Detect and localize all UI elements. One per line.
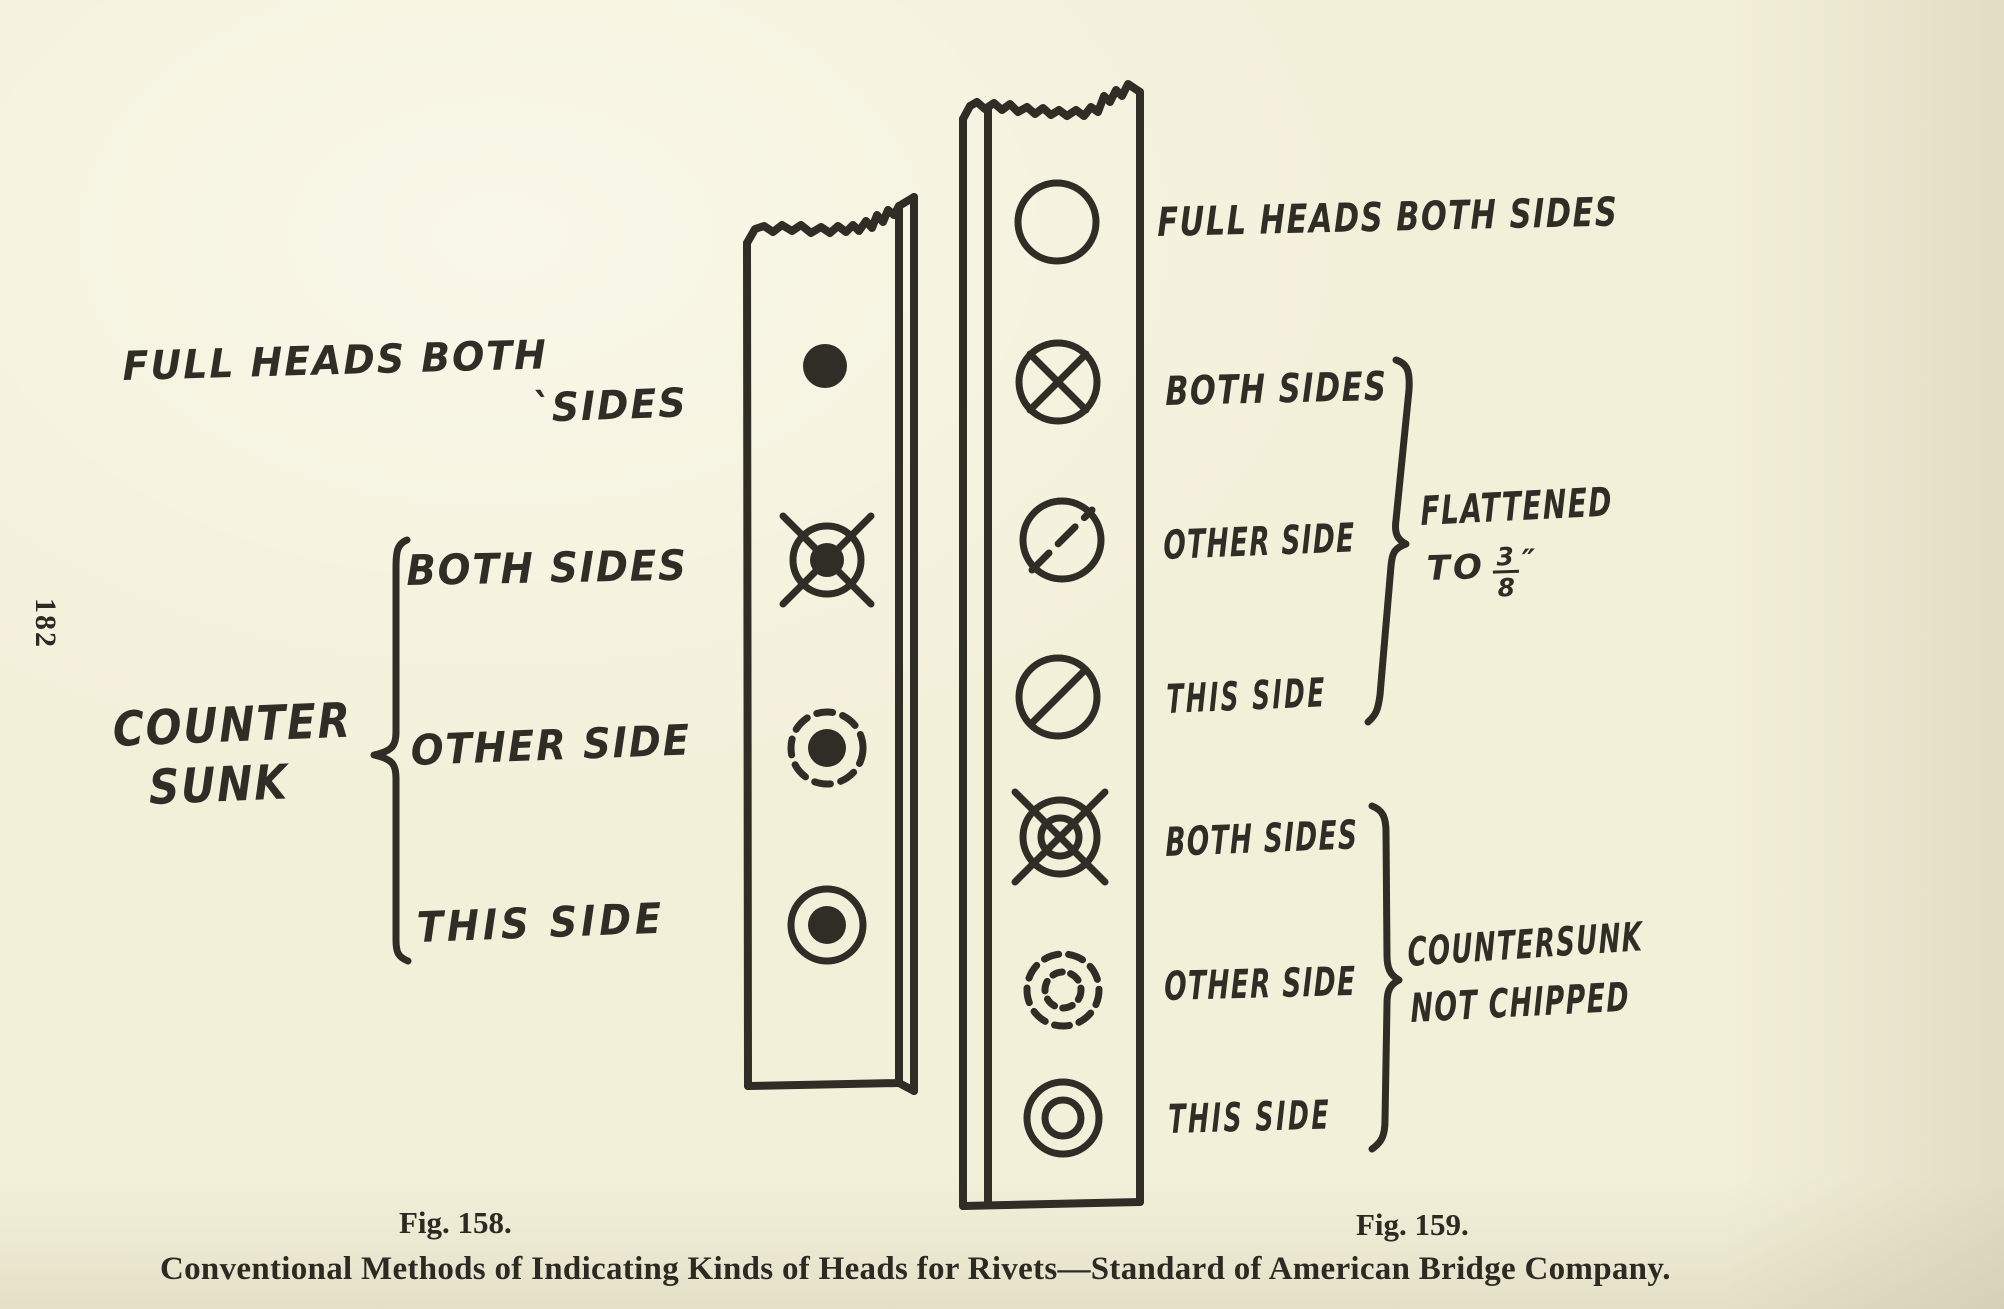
- label-fig159-countersunk-other-side: OTHER SIDE: [1164, 958, 1357, 1010]
- countersunk-left-brace: [370, 536, 412, 965]
- fig159-symbols: [1011, 179, 1109, 1158]
- fig158-caption: Fig. 158.: [399, 1205, 512, 1240]
- fig158-bottom-edge: [744, 1079, 903, 1090]
- label-fig158-full-heads-line2: `SIDES: [530, 380, 689, 432]
- fig159-bottom-edge: [959, 1198, 1144, 1210]
- label-fig158-this-side: THIS SIDE: [416, 893, 666, 952]
- rivet-symbol-countersunk-other-side-icon: [787, 708, 867, 788]
- fig158-symbols: [779, 344, 875, 965]
- rivet-symbol-countersunk-this-side-icon: [787, 885, 867, 965]
- page-number: 182: [29, 598, 62, 649]
- fig158-bottom-step: [895, 1079, 918, 1095]
- rivet-symbol-full-head-icon: [803, 344, 847, 388]
- figure-caption: Conventional Methods of Indicating Kinds…: [160, 1251, 1671, 1287]
- braces: [370, 356, 1413, 1153]
- label-fig159-flattened-this-side: THIS SIDE: [1166, 670, 1328, 723]
- rivet-symbol-flattened-this-side-icon: [1015, 654, 1101, 740]
- fraction-numerator: 3: [1492, 542, 1519, 574]
- rivet-symbol-flattened-other-side-icon: [1019, 497, 1105, 583]
- fig159-bar: [959, 80, 1144, 1210]
- label-fig159-flattened-to-three-eighths: TO 3 8 ″: [1426, 542, 1537, 603]
- flattened-right-brace: [1364, 356, 1413, 726]
- fig158-torn-top-edge: [743, 202, 903, 247]
- label-fig158-counter: COUNTER: [112, 692, 353, 758]
- rivet-symbol-countersunk-this-side-icon: [1023, 1078, 1103, 1158]
- fig158-left-edge: [743, 239, 752, 1090]
- fig158-bar: [743, 193, 918, 1095]
- label-fig159-flattened-other-side: OTHER SIDE: [1163, 515, 1356, 569]
- label-fig159-flattened-both-sides: BOTH SIDES: [1165, 363, 1388, 415]
- flattened-to-text: TO: [1426, 546, 1486, 589]
- label-fig158-both-sides: BOTH SIDES: [406, 540, 689, 595]
- label-fig159-countersunk-this-side: THIS SIDE: [1168, 1092, 1332, 1143]
- fig159-caption: Fig. 159.: [1356, 1207, 1469, 1242]
- inches-mark: ″: [1521, 543, 1537, 579]
- rivet-symbol-countersunk-both-sides-icon: [779, 512, 875, 608]
- three-eighths-fraction: 3 8: [1492, 542, 1519, 603]
- rivet-symbol-flattened-both-sides-icon: [1015, 339, 1101, 425]
- label-fig159-flattened: FLATTENED: [1420, 479, 1614, 535]
- countersunk-not-chipped-right-brace: [1368, 802, 1403, 1153]
- fraction-denominator: 8: [1497, 572, 1516, 603]
- rivet-symbol-countersunk-both-sides-icon: [1011, 788, 1109, 886]
- label-fig158-sunk: SUNK: [148, 754, 290, 816]
- fig159-torn-top-edge: [959, 80, 1144, 123]
- label-fig159-countersunk-both-sides: BOTH SIDES: [1165, 812, 1359, 866]
- rivet-symbol-full-heads-both-sides-icon: [1014, 179, 1100, 265]
- rivet-symbol-countersunk-other-side-icon: [1023, 950, 1103, 1030]
